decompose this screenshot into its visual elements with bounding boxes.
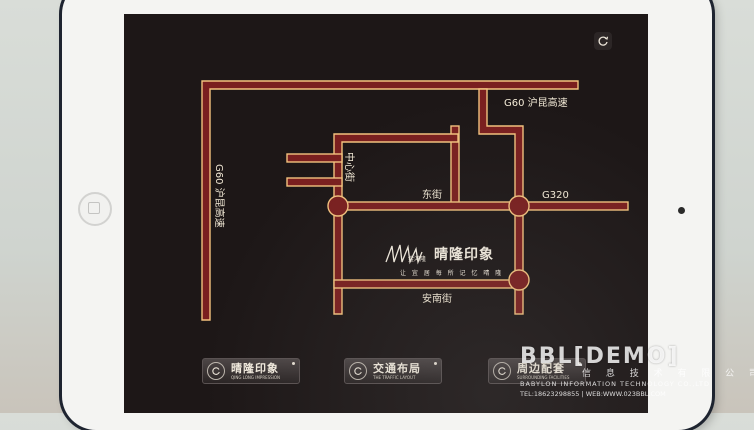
road-dong-street — [333, 201, 629, 211]
road-west-spur-2 — [286, 177, 343, 187]
nav-button-sublabel: THE TRAFFIC LAYOUT — [373, 374, 416, 380]
logo-mark-text: 金鸿隆 — [408, 256, 427, 263]
refresh-circle-icon — [349, 362, 367, 380]
nav-button-sublabel: SURROUNDING FACILITIES — [517, 374, 570, 380]
label-g60-top: G60 沪昆高速 — [504, 96, 568, 109]
nav-button-dot — [292, 362, 295, 365]
watermark-company-cn: 信 息 技 术 有 限 公 司 — [582, 369, 754, 379]
watermark-logo: BBL[DEMO] — [520, 344, 680, 369]
demo-watermark: BBL[DEMO] 信 息 技 术 有 限 公 司 BABYLON INFORM… — [520, 344, 754, 406]
label-dong-street: 东街 — [422, 188, 442, 201]
road-east-vertical — [514, 201, 524, 315]
front-camera — [678, 207, 685, 214]
label-annan-street: 安南街 — [422, 292, 452, 305]
label-g60-left: G60 沪昆高速 — [213, 164, 226, 228]
junction-zhongxin-dong — [327, 195, 349, 217]
nav-button-label: 周边配套 — [517, 361, 565, 375]
road-g60-expressway — [201, 80, 579, 321]
nav-button-label: 晴隆印象 — [231, 361, 279, 375]
refresh-icon — [598, 36, 609, 46]
project-logo: 金鸿隆 晴隆印象 让 宜 居 每 所 记 忆 晴 隆 — [380, 240, 504, 288]
refresh-circle-icon — [207, 362, 225, 380]
project-slogan: 让 宜 居 每 所 记 忆 晴 隆 — [400, 270, 504, 277]
watermark-company-en: BABYLON INFORMATION TECHNOLOGY CO.,LTD — [520, 380, 711, 388]
nav-button-label: 交通布局 — [373, 361, 421, 375]
project-name: 晴隆印象 — [434, 247, 494, 263]
bottom-navigation: 晴隆印象 QING LONG IMPRESSION 交通布局 THE TRAFF… — [124, 354, 648, 394]
nav-button-facilities[interactable]: 周边配套 SURROUNDING FACILITIES — [488, 358, 586, 384]
watermark-contact: TEL:18623298855 | WEB:WWW.023BBL.COM — [520, 390, 666, 398]
road-zhongxin-street — [333, 133, 459, 315]
label-g320: G320 — [542, 190, 569, 201]
nav-button-dot — [434, 362, 437, 365]
nav-button-impression[interactable]: 晴隆印象 QING LONG IMPRESSION — [202, 358, 300, 384]
junction-east-south — [508, 269, 530, 291]
label-zhongxin-street: 中心街 — [343, 152, 356, 182]
logo-stripes-icon — [385, 244, 423, 265]
nav-button-dot — [578, 362, 581, 365]
nav-button-traffic[interactable]: 交通布局 THE TRAFFIC LAYOUT — [344, 358, 442, 384]
junction-g320 — [508, 195, 530, 217]
road-west-spur-1 — [286, 153, 343, 163]
home-button[interactable] — [78, 192, 112, 226]
refresh-button[interactable] — [594, 32, 612, 50]
refresh-circle-icon — [493, 362, 511, 380]
nav-button-sublabel: QING LONG IMPRESSION — [231, 374, 281, 380]
traffic-map: G60 沪昆高速 G60 沪昆高速 中心街 东街 G320 安南街 — [201, 80, 629, 321]
